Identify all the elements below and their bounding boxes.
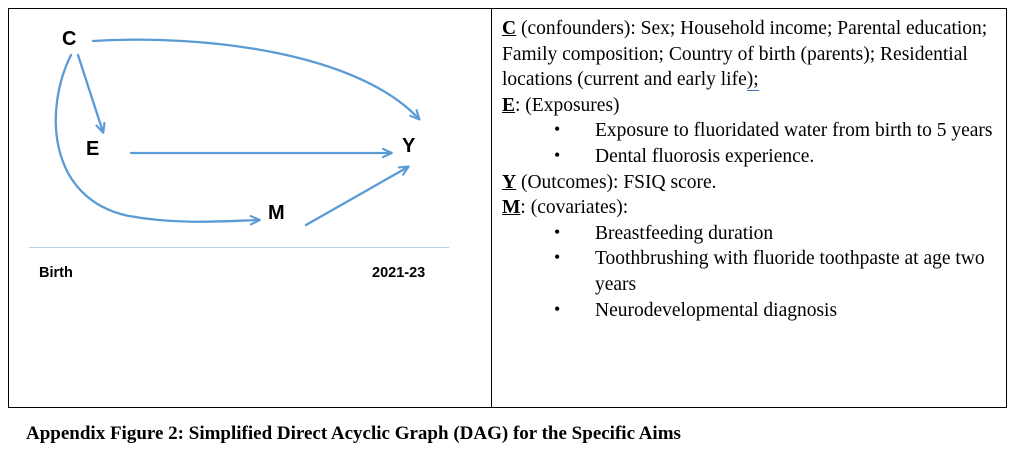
legend-confounders-edit-mark: ); xyxy=(746,69,759,92)
edge-c-to-e xyxy=(76,53,103,132)
legend-exposures-key: E xyxy=(502,94,516,116)
legend-confounders: C (confounders): Sex; Household income; … xyxy=(502,16,1000,93)
timeline-end-label: 2021-23 xyxy=(372,265,426,281)
timeline-axis-rule xyxy=(29,247,449,248)
list-item: Neurodevelopmental diagnosis xyxy=(502,297,1000,324)
list-item: Breastfeeding duration xyxy=(502,220,1000,247)
legend-outcomes-key: Y xyxy=(502,171,517,193)
list-item: Exposure to fluoridated water from birth… xyxy=(502,117,1000,144)
legend-covariates-header: M: (covariates): xyxy=(502,195,1000,221)
legend-outcomes: Y (Outcomes): FSIQ score. xyxy=(502,170,1000,196)
list-item: Dental fluorosis experience. xyxy=(502,143,1000,170)
legend-exposures-suffix: : (Exposures) xyxy=(515,94,620,116)
timeline-start-label: Birth xyxy=(39,265,73,281)
legend-confounders-suffix: (confounders): xyxy=(516,18,641,39)
legend-exposures-list: Exposure to fluoridated water from birth… xyxy=(502,117,1000,170)
legend-outcomes-suffix: (Outcomes): FSIQ score. xyxy=(516,171,717,193)
list-item: Toothbrushing with fluoride toothpaste a… xyxy=(502,245,1000,297)
dag-node-m: M xyxy=(268,202,285,224)
figure-table: C E M Y Birth 2021-23 C (confounders): S… xyxy=(8,8,1007,408)
legend-confounders-text: Sex; Household income; Parental educatio… xyxy=(502,18,988,91)
dag-node-c: C xyxy=(62,28,77,50)
dag-node-e: E xyxy=(86,138,100,160)
edge-c-to-y xyxy=(91,38,419,119)
table-column-divider xyxy=(491,9,492,407)
edge-m-to-y xyxy=(304,167,408,227)
legend-covariates-list: Breastfeeding duration Toothbrushing wit… xyxy=(502,220,1000,324)
edge-c-to-m xyxy=(54,53,259,222)
legend-exposures-header: E: (Exposures) xyxy=(502,93,1000,119)
legend-confounders-key: C xyxy=(502,18,517,39)
dag-arrows-svg xyxy=(54,38,491,227)
legend-covariates-suffix: : (covariates): xyxy=(520,197,629,219)
dag-node-y: Y xyxy=(402,135,416,157)
dag-diagram-cell: C E M Y Birth 2021-23 xyxy=(9,9,491,407)
legend-text-cell: C (confounders): Sex; Household income; … xyxy=(491,9,1006,407)
legend-covariates-key: M xyxy=(502,197,521,219)
figure-caption: Appendix Figure 2: Simplified Direct Acy… xyxy=(26,423,681,444)
